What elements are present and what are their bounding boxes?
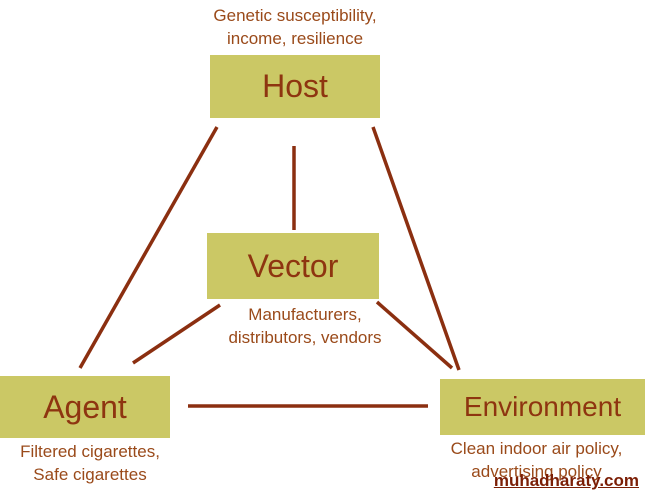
environment-annotation-line-1: Clean indoor air policy, (450, 439, 623, 458)
vector-annotation-line-1: Manufacturers, (248, 305, 362, 324)
vector-label: Vector (247, 247, 339, 284)
vector-node: Vector (207, 233, 379, 299)
agent-label: Agent (43, 388, 127, 425)
agent-annotation: Filtered cigarettes, Safe cigarettes (0, 440, 180, 486)
environment-annotation: Clean indoor air policy, advertising pol… (428, 437, 645, 483)
host-annotation-line-2: income, resilience (226, 29, 364, 48)
vector-annotation: Manufacturers, distributors, vendors (195, 303, 415, 349)
host-annotation: Genetic susceptibility, income, resilien… (170, 4, 420, 50)
host-node: Host (210, 55, 380, 118)
watermark: muhadharaty.com (493, 471, 639, 490)
environment-annotation-line-2: advertising policy (471, 462, 602, 481)
agent-node: Agent (0, 376, 170, 438)
agent-annotation-line-2: Safe cigarettes (33, 465, 147, 484)
environment-node: Environment (440, 379, 645, 435)
host-annotation-line-1: Genetic susceptibility, (213, 6, 377, 25)
agent-annotation-line-1: Filtered cigarettes, (20, 442, 160, 461)
host-label: Host (262, 68, 328, 104)
vector-annotation-line-2: distributors, vendors (228, 328, 382, 347)
environment-label: Environment (463, 391, 622, 422)
